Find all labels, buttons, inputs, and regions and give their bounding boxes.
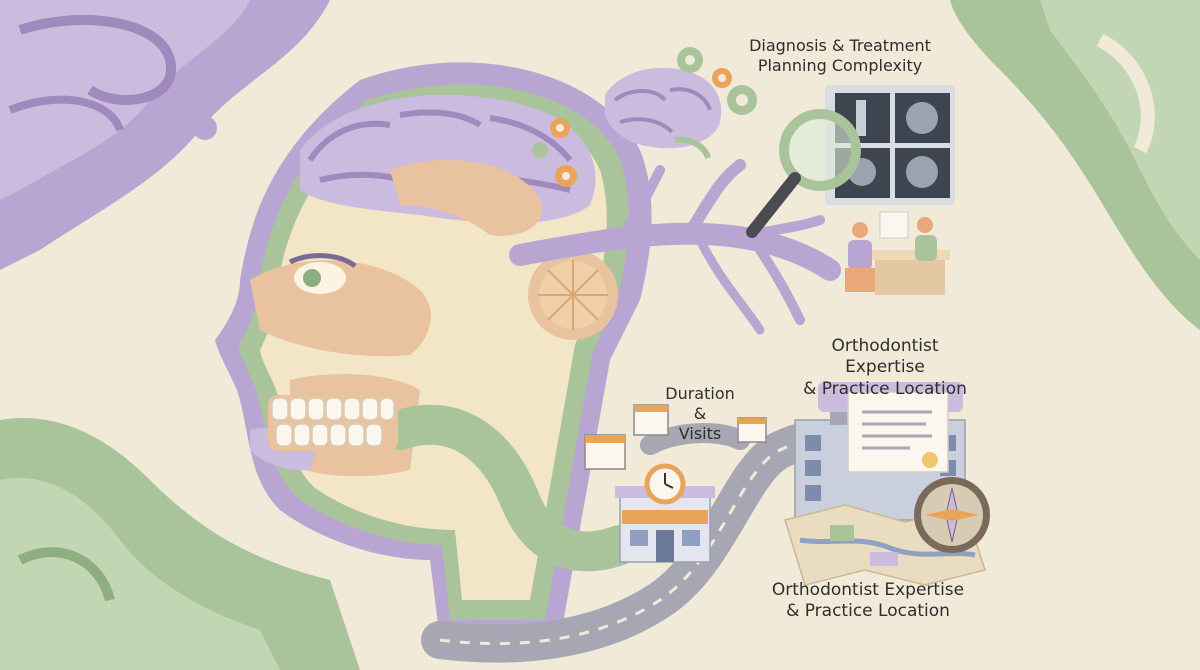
- swirl-top-right: [950, 0, 1200, 330]
- certificate-icon: [818, 382, 963, 473]
- swirl-top-left: [0, 0, 330, 270]
- compass-icon: [914, 477, 990, 553]
- xray-icon: [825, 85, 955, 205]
- label-orthodontist-top: Orthodontist Expertise & Practice Locati…: [790, 336, 980, 400]
- nerve-branch: [509, 159, 841, 335]
- label-diagnosis-line1: Diagnosis & Treatment: [749, 36, 931, 55]
- head-profile: [215, 62, 652, 640]
- magnifier-icon: [746, 109, 861, 238]
- label-orthodontist-top-line1: Orthodontist Expertise: [831, 336, 939, 378]
- swirl-bottom-left: [0, 418, 360, 670]
- label-diagnosis-line2: Planning Complexity: [757, 56, 923, 75]
- label-duration-visits: Duration & Visits: [660, 384, 740, 444]
- gear-icon: [532, 47, 757, 187]
- consultation-icon: [845, 211, 950, 295]
- label-duration-line1: Duration &: [665, 384, 735, 423]
- label-diagnosis-treatment: Diagnosis & Treatment Planning Complexit…: [740, 36, 940, 76]
- teeth-icon: [268, 395, 398, 451]
- clock-icon: [644, 463, 686, 505]
- label-orthodontist-bottom-line1: Orthodontist Expertise: [771, 580, 965, 600]
- brain-icon: [605, 67, 722, 160]
- label-orthodontist-bottom: Orthodontist Expertise & Practice Locati…: [768, 580, 968, 623]
- label-orthodontist-top-line2: & Practice Location: [803, 378, 967, 399]
- label-duration-line2: Visits: [678, 424, 722, 443]
- label-orthodontist-bottom-line2: & Practice Location: [786, 601, 950, 622]
- calendar-icon: [584, 404, 767, 470]
